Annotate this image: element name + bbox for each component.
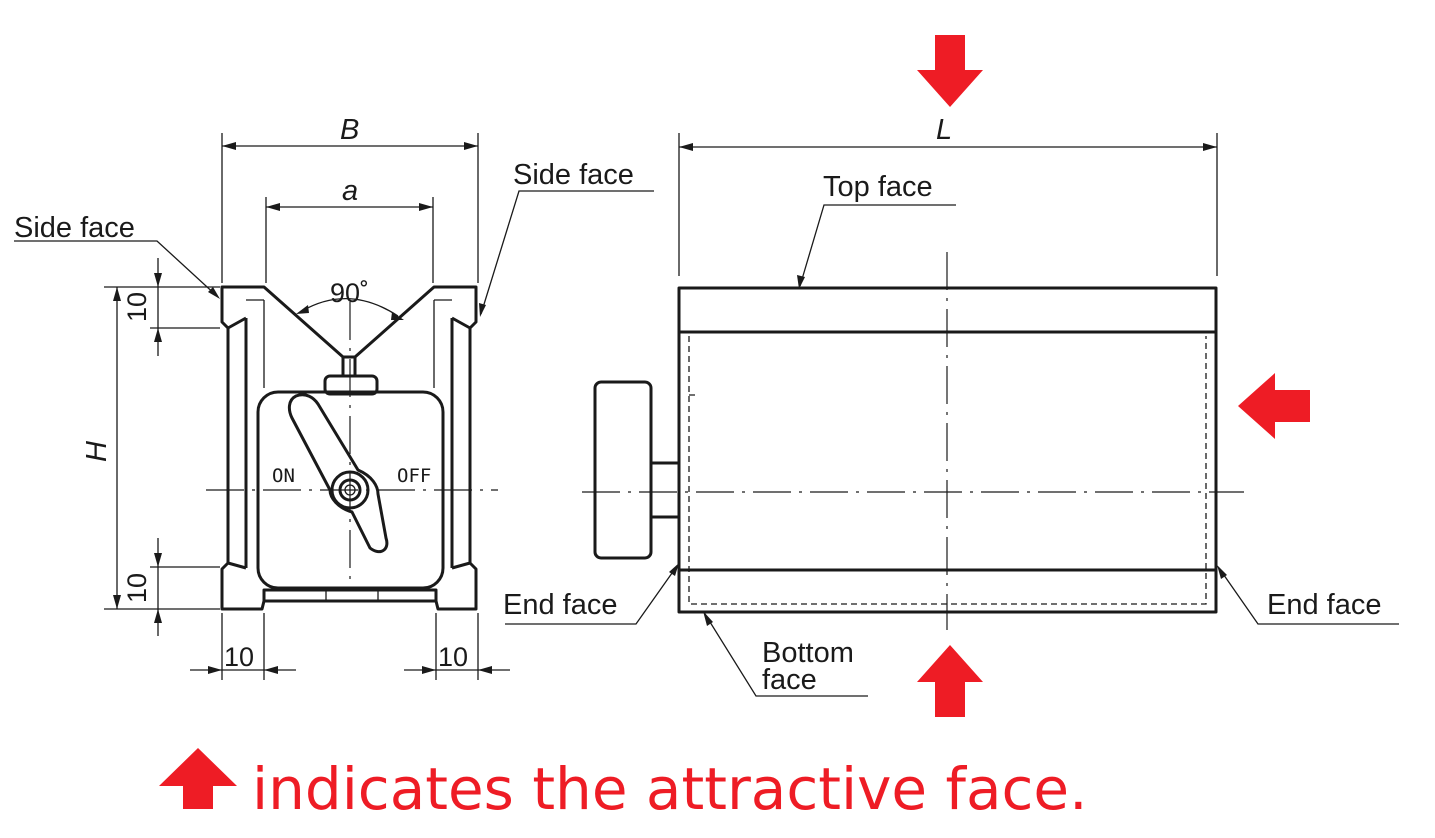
- dim-L-arrow-right: [1203, 143, 1217, 151]
- bottom-foot-detail: [325, 590, 379, 601]
- bottom-foot: [262, 588, 438, 601]
- attractive-face-markers: [917, 35, 1310, 717]
- groove-slot: [341, 357, 357, 376]
- dim-right10-label: 10: [438, 642, 468, 672]
- side-recess-left: [227, 316, 248, 570]
- dim-right10-arrow-a: [422, 666, 436, 674]
- bottom-attractive-arrow-icon: [917, 645, 983, 717]
- front-view: 90˚ ON OFF B a H 10 10: [14, 114, 654, 680]
- angle-arrow-left: [296, 305, 309, 314]
- hidden-lines: [688, 336, 1207, 605]
- side-face-left-label: Side face: [14, 212, 135, 244]
- dim-left10-arrow-b: [264, 666, 278, 674]
- v-groove-inner: [263, 300, 435, 388]
- end-face-right-arrow: [1217, 565, 1227, 579]
- dim-B-extension: [221, 133, 479, 283]
- right-attractive-arrow-icon: [1238, 373, 1310, 439]
- top-attractive-arrow-icon: [917, 35, 983, 107]
- end-face-right-leader: [1218, 567, 1399, 625]
- dim-right10-arrow-b: [478, 666, 492, 674]
- knob-handle: [593, 380, 653, 560]
- knob-stem-side: [651, 461, 679, 519]
- bottom-face-label-line2: face: [762, 664, 817, 696]
- wing-lever: [287, 393, 389, 554]
- switch-off-label: OFF: [397, 465, 431, 487]
- bottom-face-arrow: [703, 611, 713, 626]
- legend-text: indicates the attractive face.: [252, 755, 1088, 823]
- dim-left10-arrow-a: [208, 666, 222, 674]
- bottom-face-label-line1: Bottom: [762, 637, 854, 669]
- dim-a-arrow-right: [419, 203, 433, 211]
- dim-bottom10-arrow-a: [154, 553, 162, 567]
- legend: indicates the attractive face.: [159, 748, 1088, 823]
- angle-arc: [301, 297, 399, 317]
- end-face-left-leader: [505, 565, 678, 625]
- dim-B-label: B: [340, 114, 359, 146]
- side-face-left-arrow: [208, 287, 220, 299]
- dim-H-label: H: [81, 441, 113, 462]
- vblock-outline: [220, 285, 478, 611]
- angle-arrow-right: [391, 312, 404, 320]
- side-face-left-leader: [14, 240, 219, 298]
- dim-B-arrow-right: [464, 142, 478, 150]
- top-face-label: Top face: [823, 171, 933, 203]
- side-view: L Top face End face End face Bottom face: [503, 114, 1399, 697]
- dim-top10-arrow-b: [154, 328, 162, 342]
- knob-stem: [323, 374, 379, 396]
- dim-H-arrow-top: [113, 287, 121, 301]
- dim-a-label: a: [342, 175, 358, 207]
- dim-H-extension: [104, 286, 220, 610]
- top-face-arrow: [797, 275, 805, 289]
- dim-top10-label: 10: [122, 292, 152, 322]
- dim-B-arrow-left: [222, 142, 236, 150]
- legend-up-arrow-icon: [159, 748, 237, 809]
- dim-a-extension: [265, 197, 434, 283]
- dim-L-arrow-left: [679, 143, 693, 151]
- dim-a-arrow-left: [266, 203, 280, 211]
- dim-L-extension: [678, 133, 1218, 276]
- dim-bottom10-label: 10: [122, 573, 152, 603]
- top-face-leader: [799, 204, 956, 287]
- bottom-face-leader: [704, 613, 868, 697]
- end-face-right-label: End face: [1267, 589, 1381, 621]
- dim-L-label: L: [936, 114, 952, 146]
- dim-top10-arrow-a: [154, 273, 162, 287]
- side-face-right-leader: [480, 190, 654, 315]
- dim-left10-extension: [221, 613, 265, 680]
- dim-left10-label: 10: [224, 642, 254, 672]
- dim-bottom10-arrow-b: [154, 609, 162, 623]
- angle-label: 90˚: [330, 278, 369, 308]
- switch-on-label: ON: [272, 465, 295, 487]
- side-recess-right: [450, 316, 471, 570]
- side-face-right-arrow: [479, 303, 486, 317]
- dim-H-arrow-bottom: [113, 595, 121, 609]
- end-face-left-arrow: [669, 563, 679, 576]
- side-face-right-label: Side face: [513, 159, 634, 191]
- end-face-left-label: End face: [503, 589, 617, 621]
- dim-right10-extension: [435, 613, 479, 680]
